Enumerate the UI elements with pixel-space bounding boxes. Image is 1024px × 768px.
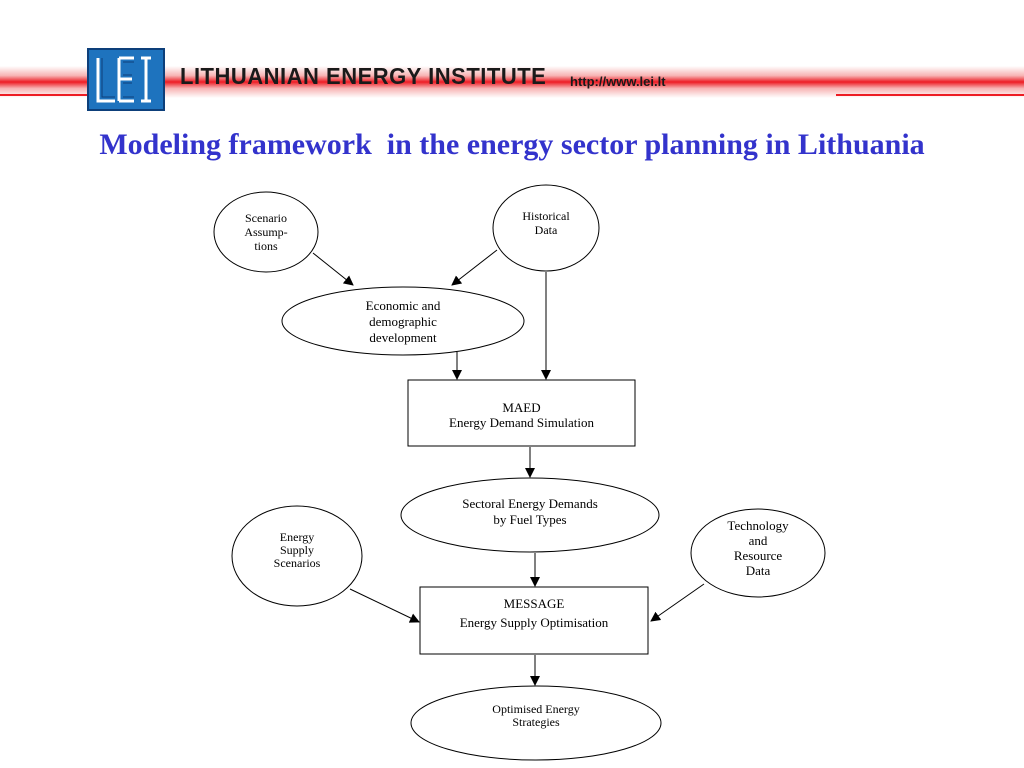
node-message: MESSAGE Energy Supply Optimisation (419, 586, 649, 655)
node-optimised-label: Optimised Energy (492, 702, 579, 716)
header-red-line (0, 94, 90, 96)
node-technology-label: and (749, 533, 768, 548)
node-message-label: Energy Supply Optimisation (460, 615, 609, 630)
institute-url[interactable]: http://www.lei.lt (570, 74, 666, 89)
node-scenario-label: Assump- (244, 225, 287, 239)
node-maed-shape (407, 379, 636, 447)
node-technology-label: Data (746, 563, 771, 578)
node-supply-shape (231, 505, 363, 607)
institute-name: LITHUANIAN ENERGY INSTITUTE (180, 63, 547, 90)
lei-logo (87, 48, 165, 111)
node-historical-shape (492, 184, 600, 272)
node-message-shape (419, 586, 649, 655)
edge-technology-to-message (650, 583, 705, 622)
node-economic-label: Economic and (366, 298, 441, 313)
node-sectoral-label: by Fuel Types (493, 512, 566, 527)
node-economic-label: development (369, 330, 437, 345)
node-economic-label: demographic (369, 314, 437, 329)
node-scenario-shape (213, 191, 319, 273)
header-red-line (836, 94, 1024, 96)
header-red-band (0, 66, 1024, 98)
edge-scenario-to-economic (312, 252, 354, 286)
edge-supply-to-message (349, 588, 420, 623)
node-scenario-label: Scenario (245, 211, 287, 225)
node-scenario-label: tions (254, 239, 278, 253)
node-supply-label: Scenarios (274, 556, 321, 570)
node-maed-label: MAED (502, 400, 540, 415)
node-message-label: MESSAGE (504, 596, 565, 611)
node-economic-shape (281, 286, 525, 356)
node-optimised-shape (410, 685, 662, 761)
header-banner: LITHUANIAN ENERGY INSTITUTE http://www.l… (0, 0, 1024, 115)
node-technology-shape (690, 508, 826, 598)
node-sectoral-label: Sectoral Energy Demands (462, 496, 598, 511)
node-historical-label: Data (535, 223, 558, 237)
node-maed-label: Energy Demand Simulation (449, 415, 594, 430)
node-technology-label: Technology (727, 518, 789, 533)
node-supply-label: Energy (280, 530, 314, 544)
node-supply-label: Supply (280, 543, 314, 557)
node-technology-label: Resource (734, 548, 783, 563)
node-historical-label: Historical (522, 209, 570, 223)
page-title: Modeling framework in the energy sector … (99, 128, 925, 161)
node-optimised-label: Strategies (512, 715, 560, 729)
edge-historical-to-economic (451, 249, 498, 286)
node-sectoral-shape (400, 477, 660, 553)
